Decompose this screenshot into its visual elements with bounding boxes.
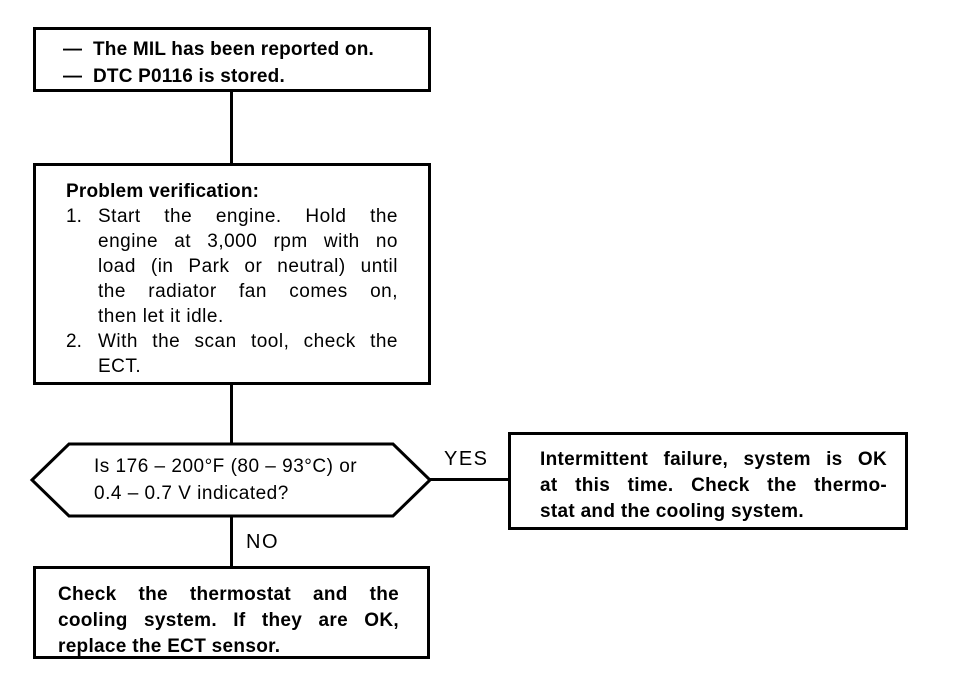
connector-start-to-verify <box>230 91 233 164</box>
step-text: With the scan tool, check the ECT. <box>98 329 398 379</box>
connector-verify-to-decision <box>230 383 233 443</box>
step-line: engine at 3,000 rpm with no <box>98 231 398 252</box>
dash-bullet: — <box>63 66 83 87</box>
step-line: ECT. <box>98 356 142 377</box>
outcome-line: Check the thermostat and the <box>58 584 399 605</box>
yes-branch-label: YES <box>444 448 489 470</box>
decision-line: 0.4 – 0.7 V indicated? <box>94 483 289 504</box>
yes-outcome-box: Intermittent failure, system is OK at th… <box>508 432 908 530</box>
verification-step-1: 1. Start the engine. Hold the engine at … <box>66 204 398 329</box>
condition-text: DTC P0116 is stored. <box>93 66 285 87</box>
step-line: then let it idle. <box>98 306 224 327</box>
verification-step-2: 2. With the scan tool, check the ECT. <box>66 329 398 379</box>
verification-title: Problem verification: <box>66 181 260 202</box>
outcome-line: cooling system. If they are OK, <box>58 610 399 631</box>
no-branch-label: NO <box>246 531 279 553</box>
outcome-line: Intermittent failure, system is OK <box>540 449 887 470</box>
decision-question: Is 176 – 200°F (80 – 93°C) or 0.4 – 0.7 … <box>94 453 357 507</box>
no-outcome-box: Check the thermostat and the cooling sys… <box>33 566 430 659</box>
decision-hexagon-shape <box>29 442 433 518</box>
step-number: 1. <box>66 206 82 227</box>
condition-line: — DTC P0116 is stored. <box>63 63 418 90</box>
condition-line: — The MIL has been reported on. <box>63 36 418 63</box>
step-line: the radiator fan comes on, <box>98 281 398 302</box>
connector-yes-branch <box>430 478 510 481</box>
step-line: load (in Park or neutral) until <box>98 256 398 277</box>
outcome-line: at this time. Check the thermo- <box>540 475 887 496</box>
step-line: With the scan tool, check the <box>98 331 398 352</box>
dash-bullet: — <box>63 39 83 60</box>
step-number: 2. <box>66 331 82 352</box>
step-line: Start the engine. Hold the <box>98 206 398 227</box>
connector-no-branch <box>230 516 233 567</box>
decision-line: Is 176 – 200°F (80 – 93°C) or <box>94 456 358 477</box>
condition-text: The MIL has been reported on. <box>93 39 374 60</box>
start-condition-box: — The MIL has been reported on. — DTC P0… <box>33 27 431 92</box>
decision-node: Is 176 – 200°F (80 – 93°C) or 0.4 – 0.7 … <box>29 441 433 519</box>
problem-verification-box: Problem verification: 1. Start the engin… <box>33 163 431 385</box>
outcome-line: replace the ECT sensor. <box>58 636 281 657</box>
step-text: Start the engine. Hold the engine at 3,0… <box>98 204 398 329</box>
outcome-line: stat and the cooling system. <box>540 501 804 522</box>
